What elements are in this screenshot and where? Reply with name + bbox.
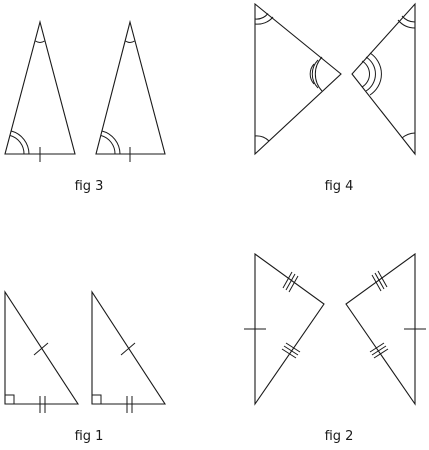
- fig4-triangle-left: [254, 2, 342, 156]
- fig3-left-base-angle-arc-inner: [10, 135, 25, 155]
- fig3-left-triangle-outline: [4, 19, 76, 155]
- fig2-triangle-left: [244, 252, 325, 406]
- fig3-right-base-angle-arc-inner: [100, 135, 116, 155]
- figure-3: fig 3: [4, 19, 166, 194]
- fig4-left-vertex-angle-arc-outer: [314, 56, 323, 92]
- fig1-triangle-left: [4, 290, 80, 413]
- figure-4: fig 4: [254, 2, 416, 194]
- fig2-right-lower-side-tick-3: [373, 348, 389, 359]
- fig3-triangle-left: [4, 19, 76, 162]
- fig4-right-bottom-angle-arc: [401, 132, 416, 139]
- fig1-left-right-angle-marker: [5, 394, 15, 404]
- fig2-right-lower-side-tick-1: [369, 342, 385, 353]
- fig4-left-vertex-angle-arc-inner: [309, 63, 315, 85]
- fig3-left-apex-angle-arc: [35, 40, 45, 43]
- fig4-right-vertex-angle-arc-inner: [361, 60, 371, 88]
- fig3-triangle-right: [95, 19, 166, 162]
- fig4-left-triangle-outline: [254, 2, 342, 156]
- fig3-right-triangle-outline: [95, 19, 166, 155]
- fig2-left-lower-side-tick-2: [283, 345, 299, 356]
- fig2-left-lower-side-tick-1: [281, 348, 297, 359]
- fig1-triangle-right: [91, 290, 167, 413]
- fig2-right-upper-side-tick-3: [377, 270, 388, 288]
- fig4-left-vertex-angle-arc-middle: [311, 59, 319, 89]
- fig3-caption: fig 3: [75, 179, 104, 194]
- fig4-left-top-angle-arc-outer: [254, 16, 274, 25]
- fig2-right-upper-side-tick-2: [374, 272, 385, 290]
- fig3-left-base-angle-arc-outer: [11, 130, 30, 155]
- fig2-right-lower-side-tick-2: [371, 345, 387, 356]
- fig2-left-upper-side-tick-1: [282, 271, 293, 289]
- fig2-left-upper-side-tick-3: [288, 275, 299, 293]
- fig3-right-apex-angle-arc: [125, 40, 135, 43]
- fig1-left-hypotenuse-tick: [33, 342, 49, 356]
- fig4-right-top-angle-arc-inner: [401, 15, 416, 23]
- figure-2: fig 2: [244, 252, 426, 444]
- fig3-right-base-angle-arc-outer: [101, 130, 121, 155]
- fig4-caption: fig 4: [325, 179, 354, 194]
- fig2-caption: fig 2: [325, 429, 354, 444]
- fig4-right-vertex-angle-arc-outer: [369, 52, 382, 96]
- fig4-left-top-angle-arc-inner: [254, 13, 269, 20]
- fig2-left-upper-side-tick-2: [285, 273, 296, 291]
- fig2-right-upper-side-tick-1: [371, 274, 382, 292]
- fig4-right-vertex-angle-arc-middle: [365, 56, 376, 92]
- fig1-caption: fig 1: [75, 429, 104, 444]
- fig1-right-right-angle-marker: [92, 394, 102, 404]
- fig4-right-top-angle-arc-outer: [397, 19, 416, 29]
- fig2-left-lower-side-tick-3: [285, 342, 301, 353]
- figure-1: fig 1: [4, 290, 167, 444]
- fig4-triangle-right: [351, 2, 416, 156]
- fig4-left-bottom-angle-arc: [254, 135, 270, 142]
- fig1-right-hypotenuse-tick: [120, 342, 136, 356]
- fig4-right-triangle-outline: [351, 2, 416, 156]
- fig2-triangle-right: [345, 252, 426, 406]
